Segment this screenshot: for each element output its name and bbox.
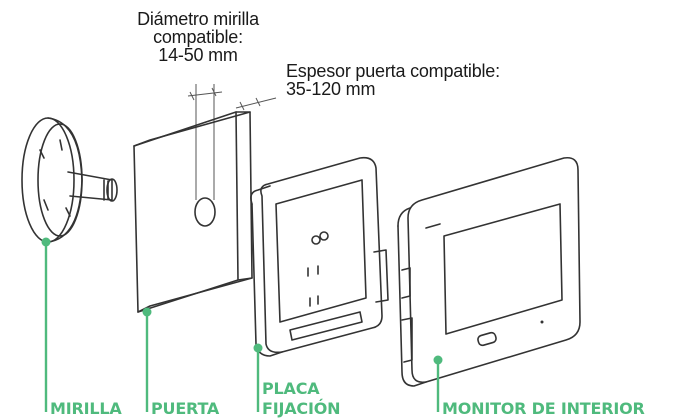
dimension-lines: [187, 84, 277, 200]
thickness-line-1: Espesor puerta compatible:: [286, 61, 500, 81]
mounting-plate-drawing: [250, 156, 389, 357]
thickness-annotation: Espesor puerta compatible: 35-120 mm: [286, 62, 500, 98]
label-monitor-interior: MONITOR DE INTERIOR: [442, 399, 645, 418]
label-leaders: [41, 237, 443, 412]
diameter-line-1: Diámetro mirilla: [137, 9, 259, 29]
diameter-line-2: compatible:: [153, 27, 243, 47]
diameter-line-3: 14-50 mm: [158, 45, 238, 65]
label-placa-line-1: PLACA: [262, 379, 320, 398]
label-puerta: PUERTA: [151, 399, 220, 418]
label-placa-fijacion: PLACA FIJACIÓN: [262, 379, 341, 418]
thickness-line-2: 35-120 mm: [286, 79, 376, 99]
door-drawing: [133, 111, 253, 313]
peephole-drawing: [21, 117, 118, 243]
monitor-drawing: [397, 156, 581, 387]
label-placa-line-2: FIJACIÓN: [262, 399, 341, 418]
diameter-annotation: Diámetro mirilla compatible: 14-50 mm: [108, 10, 288, 64]
label-mirilla: MIRILLA: [50, 399, 122, 418]
